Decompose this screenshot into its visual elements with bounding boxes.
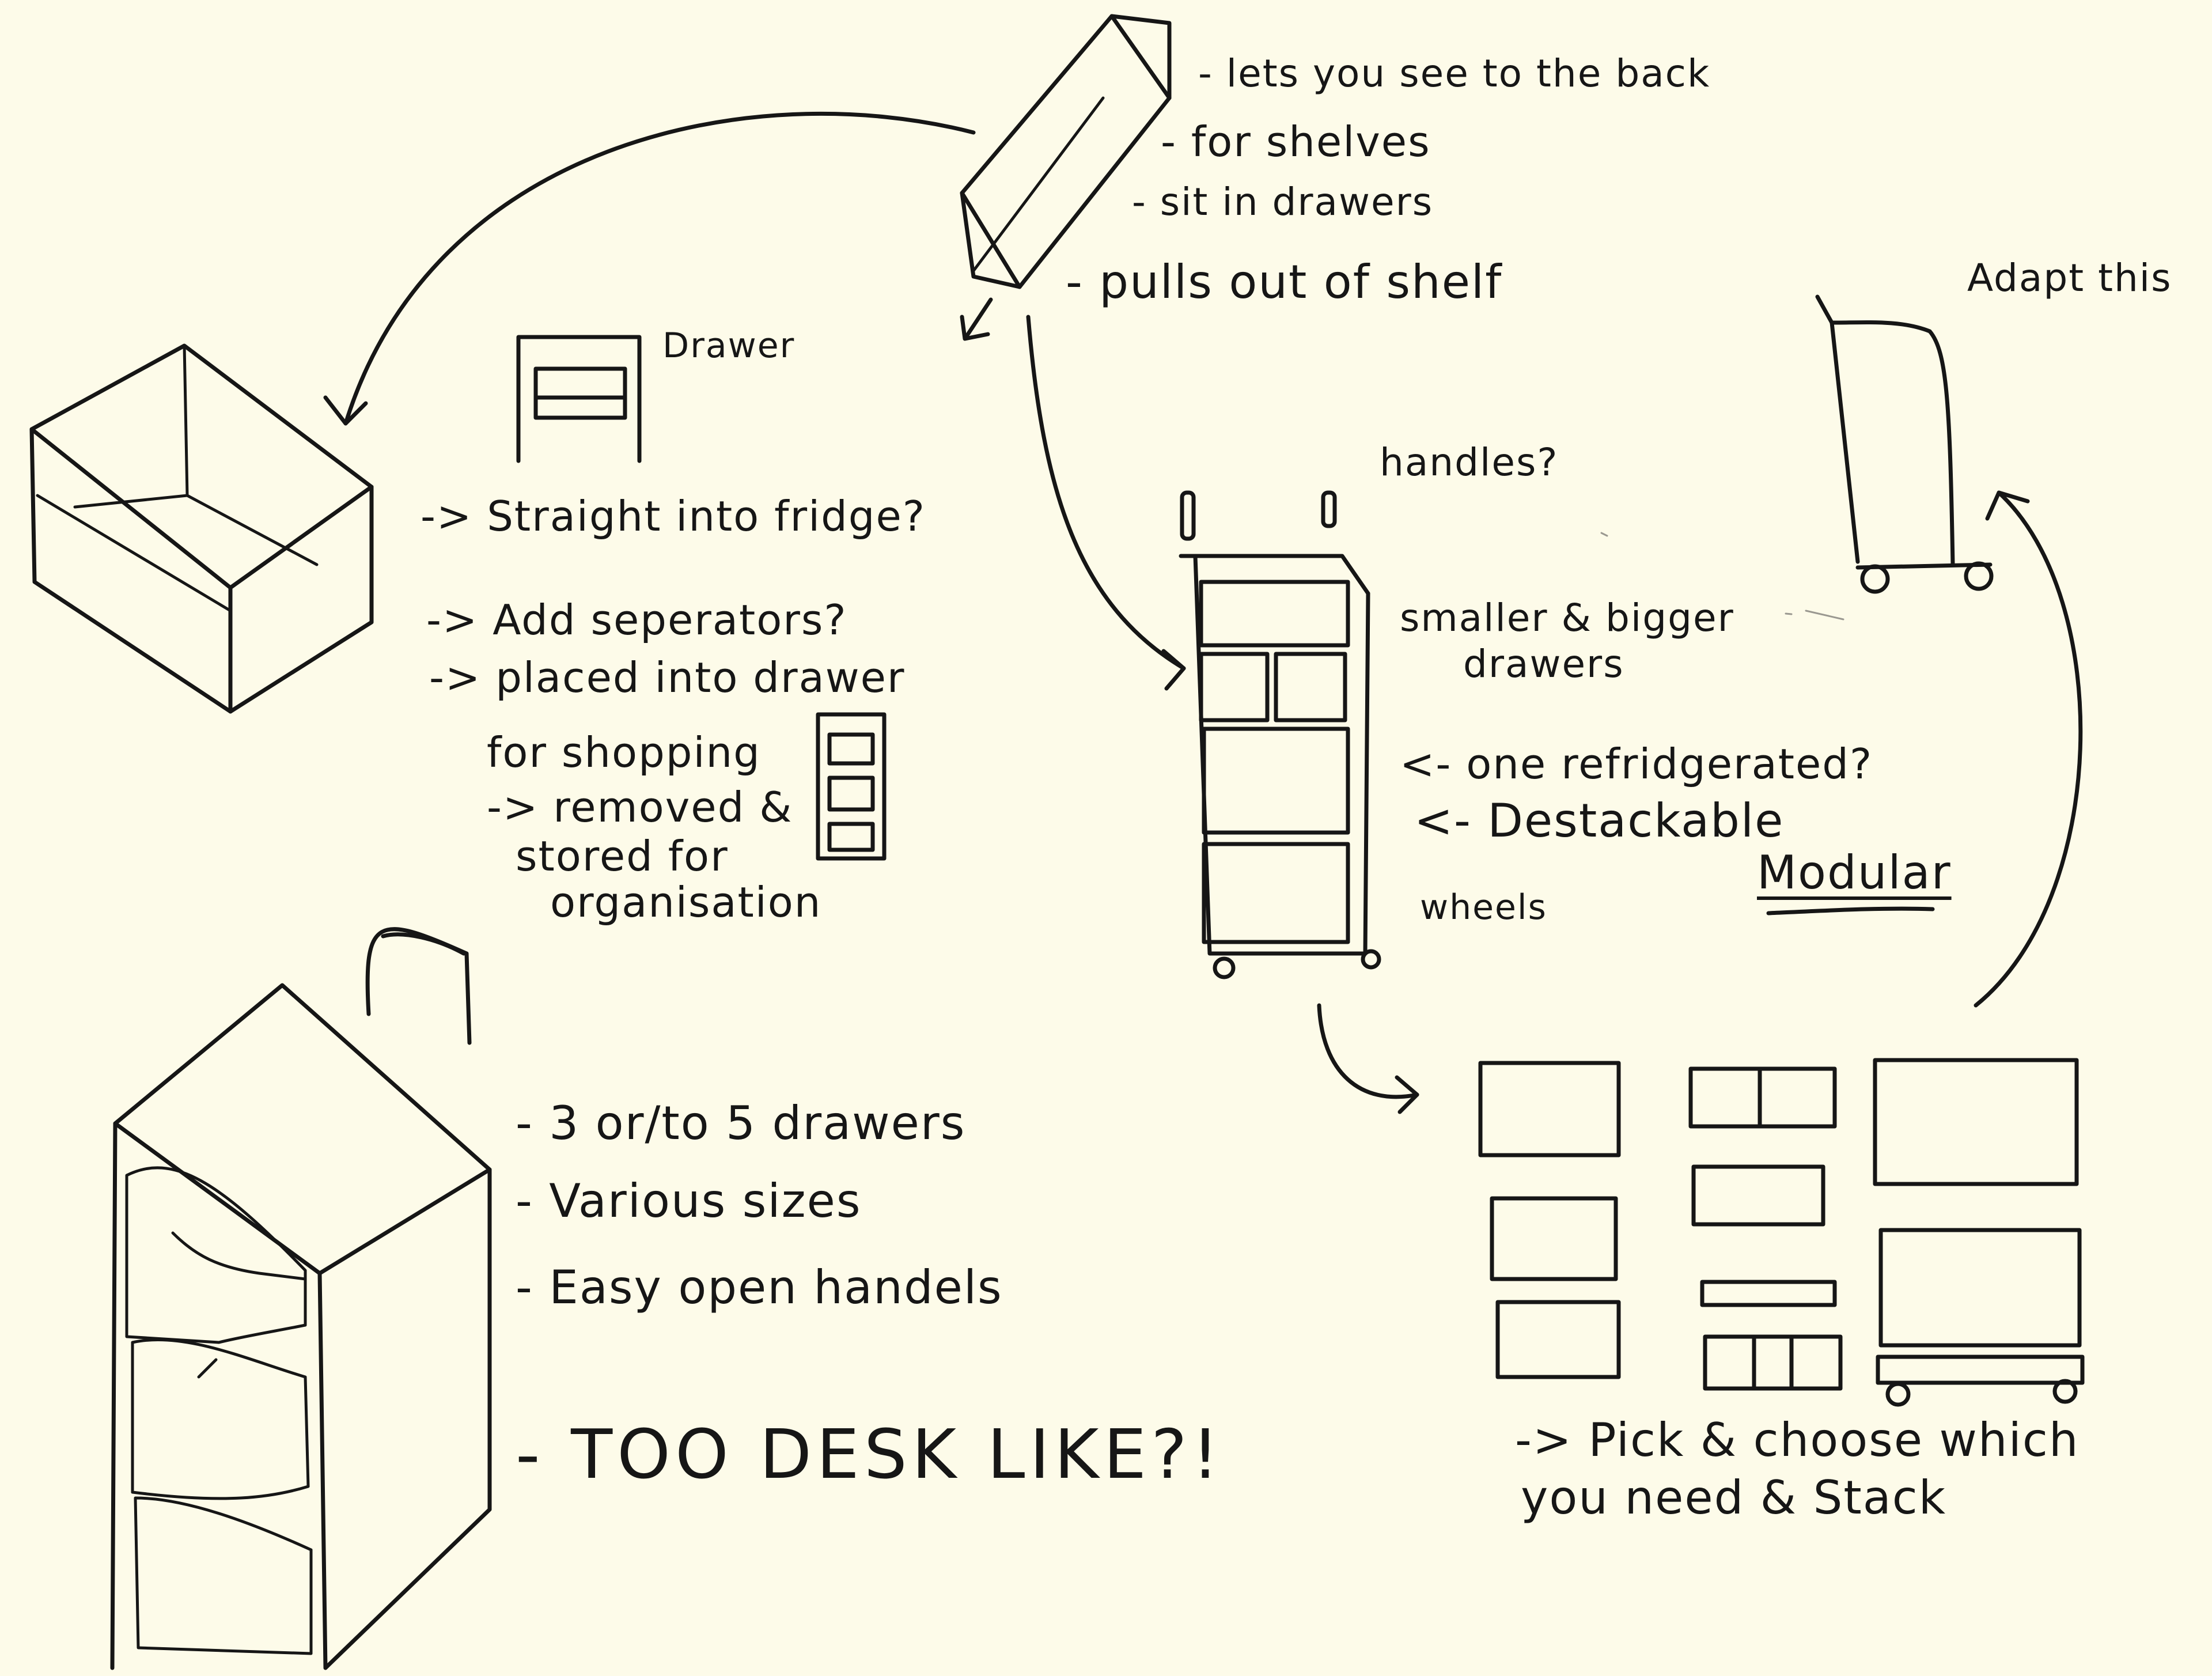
note-smaller-bigger: smaller & bigger (1400, 596, 1734, 640)
note-separators: -> Add seperators? (426, 596, 847, 644)
note-for-shelves: - for shelves (1161, 118, 1431, 166)
modular-underline (1766, 906, 1935, 915)
shopping-cart-sketch (1815, 294, 1994, 594)
note-various-sizes: - Various sizes (516, 1174, 862, 1228)
note-drawer: Drawer (662, 326, 796, 366)
arrow-small-down (960, 297, 993, 341)
note-destackable: <- Destackable (1414, 794, 1785, 848)
tiny-drawer-stack-sketch (816, 712, 887, 861)
note-modular: Modular (1757, 846, 1952, 899)
note-refrigerated: <- one refridgerated? (1400, 740, 1873, 788)
note-organisation: organisation (550, 878, 822, 926)
note-need-stack: you need & Stack (1521, 1471, 1947, 1524)
small-drawer-sketch (516, 335, 642, 463)
note-shopping: for shopping (487, 728, 761, 777)
shelf-tray-sketch (960, 14, 1172, 289)
note-sit-drawers: - sit in drawers (1132, 180, 1434, 224)
drawer-unit-sketch (110, 927, 492, 1670)
note-drawers-count: - 3 or/to 5 drawers (516, 1096, 966, 1150)
note-adapt: Adapt this (1967, 256, 2172, 300)
modular-blocks-sketch (1478, 1058, 2085, 1407)
note-desk-like: - TOO DESK LIKE?! (516, 1414, 1224, 1494)
note-fridge: -> Straight into fridge? (421, 492, 926, 540)
arrow-modules-to-cart (1974, 490, 2083, 1008)
note-pick-choose: -> Pick & choose which (1515, 1413, 2080, 1467)
note-drawers: drawers (1463, 642, 1624, 686)
note-pulls-out: - pulls out of shelf (1066, 255, 1503, 309)
note-see-back: - lets you see to the back (1198, 51, 1711, 96)
arrow-trolley-to-modules (1317, 1003, 1419, 1114)
modular-trolley-sketch (1179, 490, 1381, 979)
note-wheels: wheels (1420, 887, 1547, 928)
note-stored: stored for (516, 832, 729, 880)
arrow-tray-to-box (323, 111, 976, 426)
note-handles: handles? (1380, 440, 1559, 485)
note-easy-open: - Easy open handels (516, 1261, 1003, 1314)
note-placed: -> placed into drawer (429, 653, 906, 702)
faint-marks (1600, 532, 1844, 621)
open-box-sketch (29, 343, 374, 714)
note-removed: -> removed & (487, 783, 793, 831)
arrow-tray-to-trolley (1026, 315, 1186, 691)
